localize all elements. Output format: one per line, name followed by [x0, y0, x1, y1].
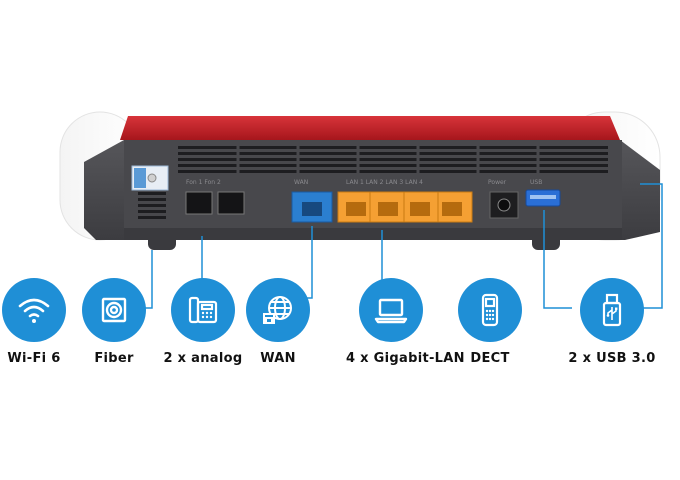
wan-port-label: WAN — [294, 179, 308, 186]
feature-dect: DECT — [445, 278, 535, 366]
lan-port-label: LAN 1 LAN 2 LAN 3 LAN 4 — [346, 179, 423, 186]
feature-wifi: Wi-Fi 6 — [0, 278, 79, 366]
feature-label-dect: DECT — [470, 351, 510, 366]
feature-label-usb: 2 x USB 3.0 — [568, 351, 656, 366]
usb-stick-icon — [580, 278, 644, 342]
usb-port-label: USB — [530, 179, 542, 186]
feature-fiber: Fiber — [69, 278, 159, 366]
vent-grid — [138, 146, 608, 219]
fon-port-1 — [185, 191, 213, 215]
globe-network-icon — [246, 278, 310, 342]
wifi-icon — [2, 278, 66, 342]
feature-wan: WAN — [233, 278, 323, 366]
lan-ports — [337, 191, 473, 223]
router-red-top — [120, 116, 620, 140]
cordless-phone-icon — [458, 278, 522, 342]
feature-label-wifi: Wi-Fi 6 — [7, 351, 61, 366]
feature-label-analog: 2 x analog — [163, 351, 243, 366]
fon-port-label: Fon 1 Fon 2 — [186, 179, 221, 186]
feature-label-fiber: Fiber — [94, 351, 134, 366]
router-foot-right — [532, 232, 560, 250]
feature-label-wan: WAN — [260, 351, 296, 366]
fiber-icon — [82, 278, 146, 342]
fon-port-2 — [217, 191, 245, 215]
phone-icon — [171, 278, 235, 342]
router-foot-left — [148, 232, 176, 250]
power-port-label: Power — [488, 179, 507, 186]
feature-analog: 2 x analog — [158, 278, 248, 366]
laptop-icon — [359, 278, 423, 342]
feature-lan: 4 x Gigabit-LAN — [346, 278, 465, 366]
feature-usb: 2 x USB 3.0 — [567, 278, 657, 366]
feature-label-lan: 4 x Gigabit-LAN — [346, 351, 465, 366]
